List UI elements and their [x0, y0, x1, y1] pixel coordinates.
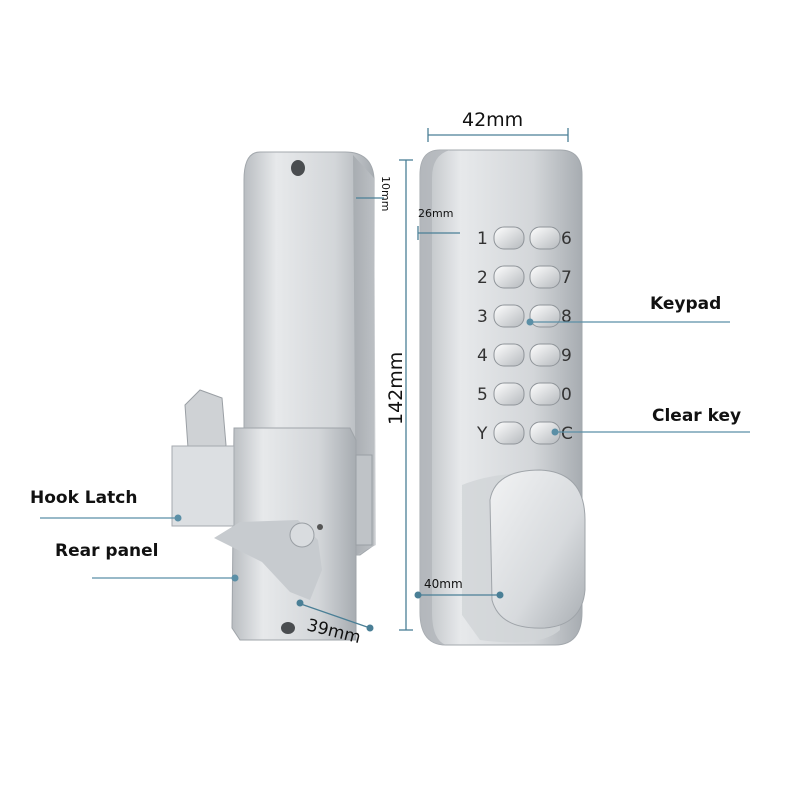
turn-spindle — [289, 522, 315, 548]
screw-hole-icon — [281, 622, 295, 634]
label-clear-key: Clear key — [652, 406, 741, 426]
leader-lines — [40, 321, 750, 579]
keypad-button[interactable] — [529, 226, 561, 250]
dim-dots — [296, 591, 504, 632]
dim-label-height: 142mm — [385, 352, 407, 425]
dimension-lines — [297, 128, 569, 631]
keypad-button[interactable] — [493, 382, 525, 406]
pin-icon — [317, 524, 323, 530]
label-rear-panel: Rear panel — [55, 541, 159, 561]
keypad-number: 6 — [561, 229, 572, 249]
hook-latch-plate — [171, 445, 235, 527]
keypad-number: Y — [476, 424, 488, 444]
keypad-number: 3 — [477, 307, 488, 327]
dot-marker — [296, 599, 304, 607]
dot-marker — [526, 318, 534, 326]
keypad-number: 4 — [477, 346, 488, 366]
keypad: 1 6 2 7 3 8 4 9 5 0Y C — [476, 226, 573, 445]
leader-dots — [174, 318, 559, 582]
keypad-number: 0 — [561, 385, 572, 405]
dot-marker — [174, 514, 182, 522]
thumb-knob — [489, 469, 586, 629]
keypad-number: 2 — [477, 268, 488, 288]
keypad-button[interactable] — [493, 226, 525, 250]
keypad-button[interactable] — [493, 265, 525, 289]
dot-marker — [551, 428, 559, 436]
keypad-button[interactable] — [493, 304, 525, 328]
keypad-button[interactable] — [529, 421, 561, 445]
label-keypad: Keypad — [650, 294, 721, 314]
keypad-number: 1 — [477, 229, 488, 249]
dot-marker — [414, 591, 422, 599]
front-side-edge — [420, 150, 450, 645]
keypad-button[interactable] — [493, 421, 525, 445]
keypad-number: C — [561, 424, 573, 444]
dim-line-rear — [297, 602, 371, 629]
dim-label-key-offset: 26mm — [418, 207, 453, 220]
dim-label-thickness: 10mm — [379, 176, 392, 211]
screw-hole-icon — [291, 160, 305, 176]
keypad-number: 9 — [561, 346, 572, 366]
dim-label-width: 42mm — [462, 109, 523, 131]
keypad-button[interactable] — [529, 382, 561, 406]
latch-bolt-side — [355, 454, 373, 546]
keypad-number: 5 — [477, 385, 488, 405]
dot-marker — [366, 624, 374, 632]
label-hook-latch: Hook Latch — [30, 488, 137, 508]
dim-label-knob: 40mm — [424, 577, 463, 591]
keypad-number: 7 — [561, 268, 572, 288]
keypad-button[interactable] — [529, 265, 561, 289]
dot-marker — [496, 591, 504, 599]
keypad-button[interactable] — [529, 343, 561, 367]
dot-marker — [231, 574, 239, 582]
rear-lock-unit — [171, 151, 376, 641]
keypad-button[interactable] — [493, 343, 525, 367]
keypad-number: 8 — [561, 307, 572, 327]
keypad-button[interactable] — [529, 304, 561, 328]
